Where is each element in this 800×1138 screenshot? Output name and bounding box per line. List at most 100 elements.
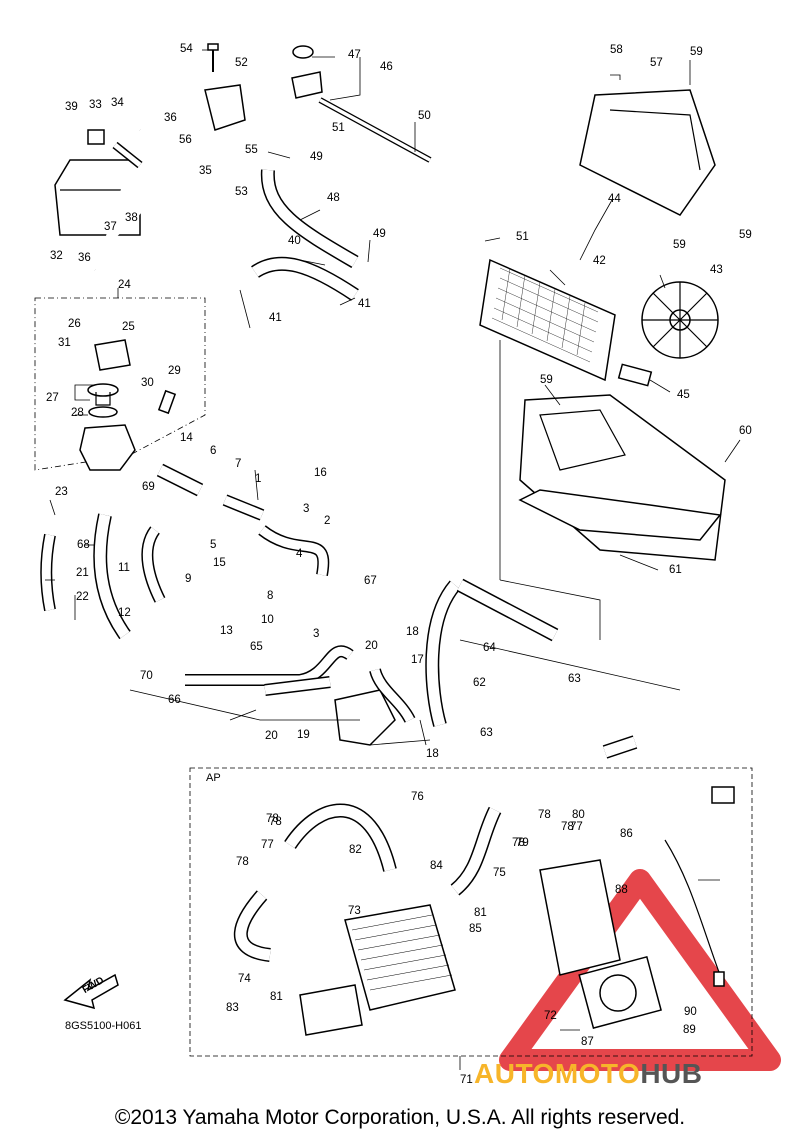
- thermostat-assembly-box-24: [34, 297, 206, 471]
- callout-55: 55: [245, 144, 258, 156]
- callout-58: 58: [610, 44, 623, 56]
- callout-63: 63: [480, 727, 493, 739]
- callout-28: 28: [71, 407, 84, 419]
- callout-86: 86: [620, 828, 633, 840]
- callout-8: 8: [267, 590, 273, 602]
- callout-26: 26: [68, 318, 81, 330]
- callout-29: 29: [168, 365, 181, 377]
- plate-88: [299, 984, 363, 1036]
- callout-89: 89: [683, 1024, 696, 1036]
- reservoir-hose-35: [91, 127, 160, 272]
- callout-23: 23: [55, 486, 68, 498]
- ap-section-box: [189, 767, 753, 1057]
- callout-67: 67: [364, 575, 377, 587]
- callout-27: 27: [46, 392, 59, 404]
- watermark-text: AUTOMOTOHUB: [474, 1058, 702, 1090]
- callout-18: 18: [426, 748, 439, 760]
- radiator-cover-61: [518, 489, 722, 541]
- callout-45: 45: [677, 389, 690, 401]
- callout-7: 7: [235, 458, 241, 470]
- callout-12: 12: [118, 607, 131, 619]
- callout-49: 49: [310, 151, 323, 163]
- ap-section-label: AP: [206, 772, 221, 784]
- radiator-hose-40: [251, 256, 359, 301]
- callout-15: 15: [213, 557, 226, 569]
- hose-65: [185, 645, 354, 686]
- callout-64: 64: [483, 642, 496, 654]
- watermark-text-part1: AUTOMOTO: [474, 1058, 641, 1089]
- callout-62: 62: [473, 677, 486, 689]
- callout-70: 70: [140, 670, 153, 682]
- callout-37: 37: [104, 221, 117, 233]
- wire-harness-90: [664, 786, 735, 987]
- callout-51: 51: [516, 231, 529, 243]
- callout-17: 17: [411, 654, 424, 666]
- callout-78: 78: [538, 809, 551, 821]
- callout-82: 82: [349, 844, 362, 856]
- callout-48: 48: [327, 192, 340, 204]
- callout-56: 56: [179, 134, 192, 146]
- callout-50: 50: [418, 110, 431, 122]
- overflow-pipe-50: [318, 97, 432, 163]
- callout-83: 83: [226, 1002, 239, 1014]
- callout-60: 60: [739, 425, 752, 437]
- callout-39: 39: [65, 101, 78, 113]
- hose-6: [156, 463, 204, 497]
- hose-76: [284, 803, 397, 872]
- bracket-87: [539, 859, 621, 976]
- callout-41: 41: [358, 298, 371, 310]
- callout-10: 10: [261, 614, 274, 626]
- callout-78: 78: [266, 813, 279, 825]
- callout-78: 78: [269, 816, 282, 828]
- callout-20: 20: [265, 730, 278, 742]
- radiator-hose-48: [260, 169, 359, 269]
- callout-14: 14: [180, 432, 193, 444]
- callout-87: 87: [581, 1036, 594, 1048]
- callout-77: 77: [570, 821, 583, 833]
- callout-1: 1: [255, 473, 261, 485]
- callout-88: 88: [615, 884, 628, 896]
- radiator-shroud-57: [579, 89, 716, 216]
- callout-5: 5: [210, 539, 216, 551]
- callout-6: 6: [210, 445, 216, 457]
- radiator-42: [479, 258, 616, 382]
- hose-bottom-right: [602, 735, 638, 759]
- callout-78: 78: [236, 856, 249, 868]
- bolt-54: [207, 43, 219, 72]
- callout-59: 59: [690, 46, 703, 58]
- callout-18: 18: [406, 626, 419, 638]
- callout-31: 31: [58, 337, 71, 349]
- callout-25: 25: [122, 321, 135, 333]
- callout-74: 74: [238, 973, 251, 985]
- fan-72: [578, 955, 662, 1030]
- thermostat-26: [87, 383, 119, 406]
- hose-21: [40, 533, 56, 612]
- callout-47: 47: [348, 49, 361, 61]
- callout-2: 2: [324, 515, 330, 527]
- callout-36: 36: [164, 112, 177, 124]
- hose-17: [369, 668, 416, 723]
- hose-75: [450, 806, 502, 896]
- hose-34: [112, 141, 143, 169]
- watermark-text-part2: HUB: [640, 1058, 703, 1089]
- callout-59: 59: [739, 229, 752, 241]
- callout-52: 52: [235, 57, 248, 69]
- thermostat-housing: [79, 424, 136, 471]
- callout-13: 13: [220, 625, 233, 637]
- copyright-notice: ©2013 Yamaha Motor Corporation, U.S.A. A…: [114, 1106, 686, 1129]
- hose-62: [425, 578, 559, 727]
- oil-cooler-73: [344, 904, 456, 1011]
- callout-41: 41: [269, 312, 282, 324]
- callout-51: 51: [332, 122, 345, 134]
- diagram-code: 8GS5100-H061: [65, 1020, 142, 1032]
- callout-59: 59: [673, 239, 686, 251]
- radiator-cap-47: [291, 45, 323, 99]
- fwd-arrow-icon: [63, 973, 119, 1010]
- callout-78: 78: [561, 821, 574, 833]
- water-pump: [334, 689, 396, 746]
- callout-35: 35: [199, 165, 212, 177]
- callout-9: 9: [185, 573, 191, 585]
- callout-76: 76: [411, 791, 424, 803]
- fan-connector-45: [617, 363, 653, 387]
- sensor-29: [157, 389, 177, 415]
